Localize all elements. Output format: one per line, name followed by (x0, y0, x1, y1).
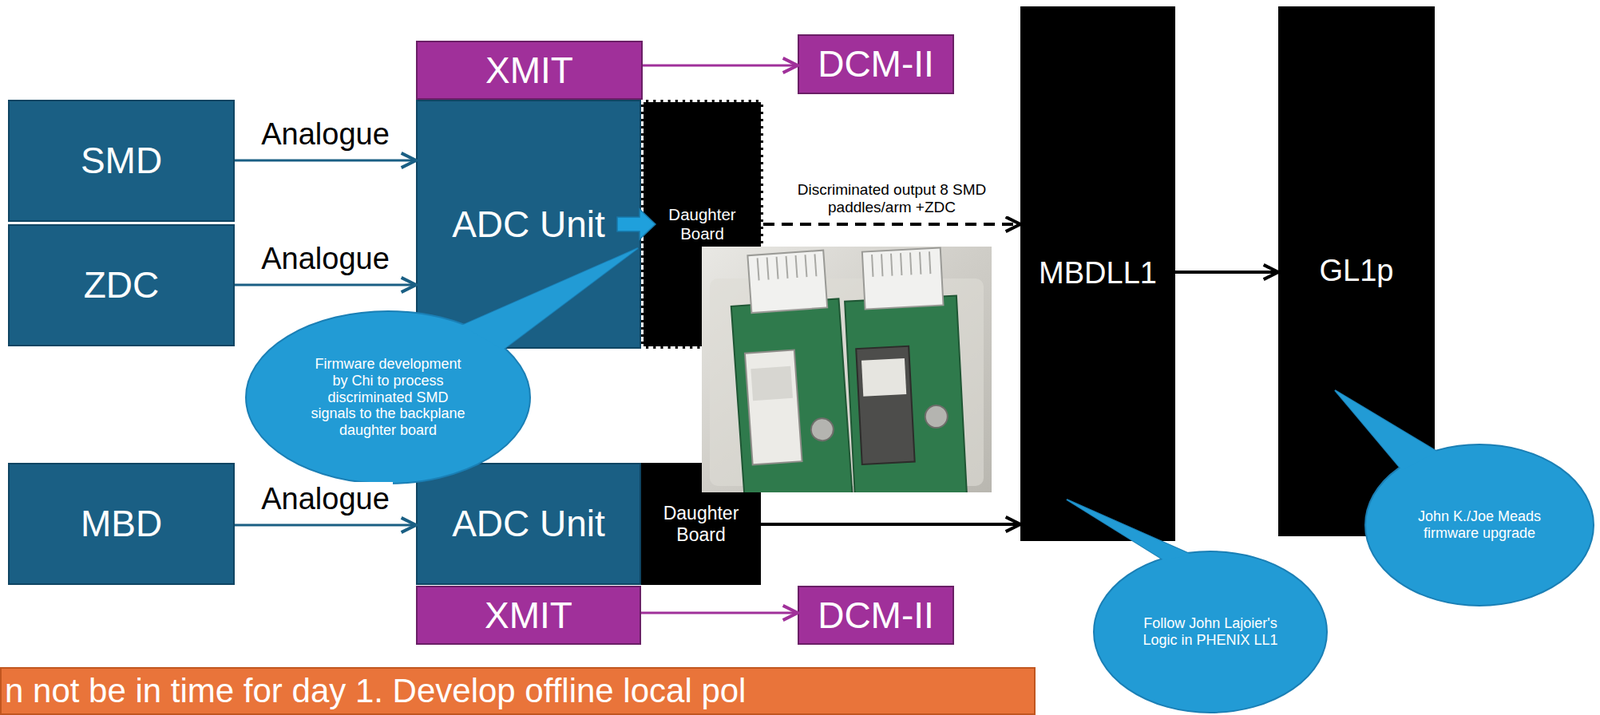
module-label (750, 366, 793, 401)
block-label: DCM-II (817, 43, 935, 86)
signal-arrow (1175, 270, 1279, 274)
callout-tail-fill (1334, 390, 1438, 471)
callout-tail-fill (461, 248, 638, 350)
optical-module (855, 346, 915, 465)
block-label: MBD (80, 502, 163, 546)
signal-arrow (234, 284, 416, 287)
signal-arrow (760, 522, 1021, 527)
pcb (731, 298, 853, 493)
callout-tail (1334, 390, 1438, 471)
edge-label: Analogue (257, 117, 393, 153)
callout-text: Firmware development by Chi to process d… (306, 356, 471, 439)
block-label: ZDC (83, 264, 160, 307)
block-label: SMD (80, 139, 163, 183)
callout-bubble: Firmware development by Chi to process d… (245, 310, 531, 485)
module-label (861, 358, 907, 397)
block-label: ADC Unit (451, 502, 606, 546)
callout-text: John K./Joe Meads firmware upgrade (1411, 508, 1548, 542)
note-banner: n not be in time for day 1. Develop offl… (0, 667, 1036, 715)
callout-tail (1066, 499, 1192, 561)
board-photo (701, 246, 992, 493)
callout-ellipse (1365, 444, 1594, 606)
block-label: DCM-II (817, 594, 935, 638)
callout-tail-fill (1066, 499, 1192, 561)
block-box: XMIT (415, 586, 642, 646)
signal-arrow (642, 64, 798, 68)
note-text: n not be in time for day 1. Develop offl… (4, 672, 746, 711)
block-label: XMIT (484, 594, 573, 638)
callout-ellipse (1093, 551, 1327, 713)
connector-pins (757, 253, 817, 281)
right-board (842, 247, 967, 493)
bnc-connector (810, 417, 835, 442)
optical-module (744, 349, 803, 465)
edge-label-holder: Analogue (257, 241, 393, 278)
block-label: ADC Unit (451, 203, 606, 246)
connector-pins (871, 251, 931, 278)
block-box: ADC Unit (415, 463, 642, 586)
block-label: Daughter Board (645, 205, 759, 243)
left-board (727, 249, 852, 493)
edge-label: Analogue (257, 241, 393, 278)
block-box: MBDLL1 (1020, 6, 1176, 542)
pcb (844, 295, 967, 493)
block-box: MBD (7, 463, 235, 586)
signal-arrow (234, 159, 416, 163)
connector-block (747, 250, 828, 313)
edge-label: Analogue (257, 482, 393, 518)
signal-arrow (641, 612, 798, 615)
block-box: DCM-II (797, 586, 955, 646)
signal-arrow (763, 222, 1021, 226)
bnc-connector (924, 404, 948, 428)
callout-bubble: John K./Joe Meads firmware upgrade (1364, 443, 1595, 607)
callout-text: Follow John Lajoier's Logic in PHENIX LL… (1142, 615, 1279, 649)
edge-label: Discriminated output 8 SMD paddles/arm +… (772, 181, 1012, 217)
block-box: SMD (7, 99, 235, 222)
block-label: XMIT (485, 49, 574, 92)
edge-label-holder: Analogue (257, 482, 393, 518)
signal-arrow (234, 524, 416, 527)
block-label: Daughter Board (645, 502, 757, 546)
edge-label-holder: Analogue (257, 117, 393, 153)
callout-bubble: Follow John Lajoier's Logic in PHENIX LL… (1093, 550, 1328, 714)
callout-tail (461, 248, 638, 350)
block-box: ZDC (7, 224, 235, 347)
block-label: GL1p (1319, 253, 1395, 290)
block-box: DCM-II (797, 34, 955, 95)
block-label: MBDLL1 (1038, 256, 1157, 292)
block-box: XMIT (415, 40, 643, 100)
edge-label-holder: Discriminated output 8 SMD paddles/arm +… (772, 181, 1012, 217)
connector-block (862, 247, 944, 309)
